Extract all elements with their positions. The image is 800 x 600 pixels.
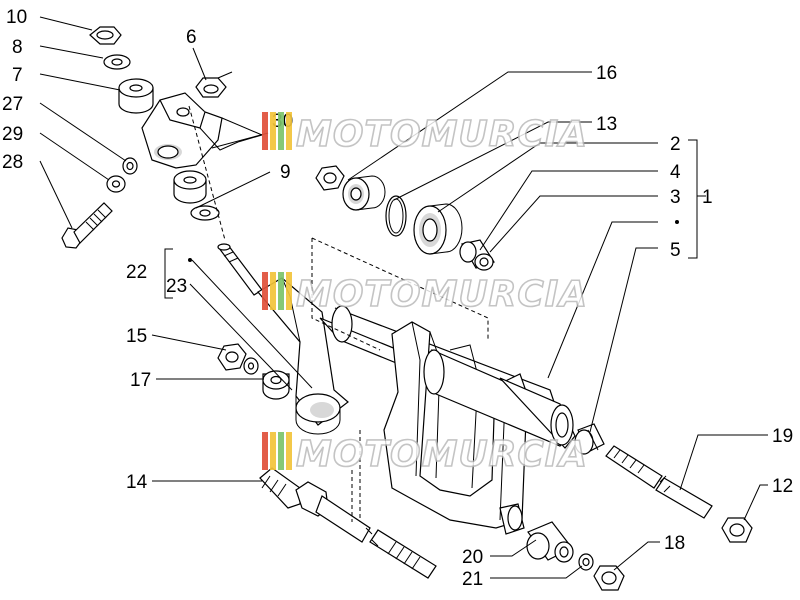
part-bushing-9	[173, 170, 207, 204]
part-washer-21	[578, 553, 594, 571]
part-nut-16	[315, 165, 345, 191]
part-washer-9b	[190, 205, 220, 221]
part-nut-12	[721, 517, 753, 543]
part-bearing-13	[342, 175, 386, 211]
part-nut-15	[217, 343, 247, 371]
watermark-2: MOTOMURCIA	[262, 272, 588, 316]
callout-17: 17	[130, 370, 151, 391]
watermark-3: MOTOMURCIA	[262, 432, 588, 476]
callout-27: 27	[2, 94, 23, 115]
callout-5: 5	[670, 240, 681, 261]
callout-4: 4	[670, 162, 681, 183]
callout-18: 18	[664, 533, 685, 554]
part-bushing-3	[459, 239, 495, 271]
part-shaft-19	[605, 445, 713, 519]
callout-22: 22	[126, 262, 147, 283]
callout-21: 21	[462, 569, 483, 590]
callout-13: 13	[596, 114, 617, 135]
callout-6: 6	[186, 27, 197, 48]
callout-9: 9	[280, 162, 291, 183]
callout-28: 28	[2, 152, 23, 173]
callout-23: 23	[166, 276, 187, 297]
part-stud	[217, 243, 263, 296]
watermark-logo-icon	[262, 112, 292, 150]
part-washer-17	[243, 357, 259, 375]
watermark-text: MOTOMURCIA	[296, 114, 588, 155]
part-bracket-30	[141, 92, 263, 169]
callout-8: 8	[12, 37, 23, 58]
callout-19: 19	[772, 426, 793, 447]
callout-2: 2	[670, 134, 681, 155]
part-washer-8	[103, 54, 131, 70]
watermark-text: MOTOMURCIA	[296, 274, 588, 315]
part-swing-arm-1	[311, 237, 576, 535]
callout-labels: 10 8 7 27 29 28 6 30 9 16 13 2 4 3 1 5 2…	[2, 7, 793, 590]
part-circlip-2	[385, 195, 407, 237]
part-bearing-4	[413, 203, 463, 255]
watermark-1: MOTOMURCIA	[262, 112, 588, 156]
callout-29: 29	[2, 124, 23, 145]
callout-10: 10	[6, 7, 27, 28]
callout-14: 14	[126, 472, 148, 493]
leader-lines	[39, 16, 768, 579]
part-bushing-5	[574, 423, 605, 455]
callout-16: 16	[596, 63, 617, 84]
part-washer-27	[122, 157, 138, 175]
part-nut-6	[195, 71, 233, 98]
part-nut-10	[89, 26, 122, 45]
callout-1: 1	[702, 187, 713, 208]
watermark-logo-icon	[262, 272, 292, 310]
part-bushing-17	[262, 370, 290, 400]
bracket-assembly	[61, 26, 263, 296]
watermark-text: MOTOMURCIA	[296, 434, 588, 475]
part-long-bolt-14	[259, 467, 437, 579]
part-nut-18	[593, 565, 625, 591]
callout-15: 15	[126, 326, 147, 347]
part-bushing-20	[526, 521, 574, 563]
part-bushing-7	[118, 78, 154, 114]
part-bolt-28	[61, 202, 113, 249]
callout-20: 20	[462, 547, 483, 568]
callout-3: 3	[670, 187, 681, 208]
callout-12: 12	[772, 476, 793, 497]
part-washer-29	[106, 175, 126, 193]
callout-7: 7	[12, 65, 23, 86]
watermark-logo-icon	[262, 432, 292, 470]
